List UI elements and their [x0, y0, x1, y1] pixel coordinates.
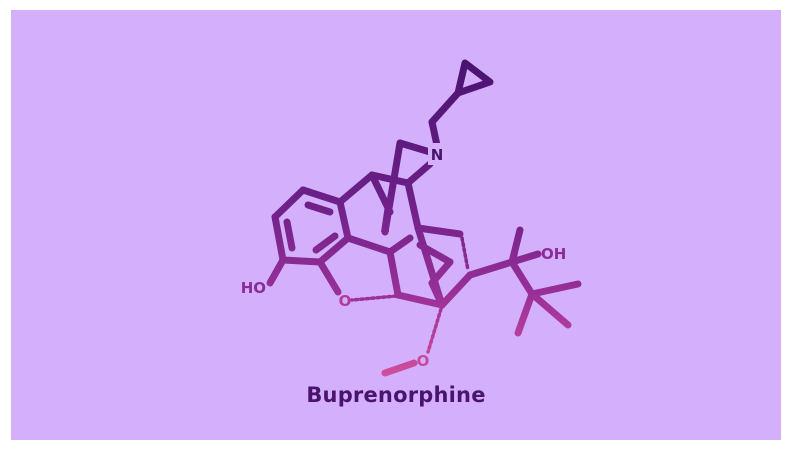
bond-c-tbu — [508, 258, 536, 298]
wedge-bridge — [381, 205, 389, 232]
bond-ar-double-3 — [312, 232, 339, 254]
bond-ar-double-1 — [304, 201, 334, 216]
bond-tbu-2 — [528, 290, 572, 329]
bond-c14-bridge — [414, 224, 464, 238]
hashed-bond-c5-o — [350, 294, 398, 302]
ether-oxygen-label: O — [339, 292, 352, 310]
bond-n-c-bridge — [396, 139, 434, 156]
bond-ar-4 — [279, 256, 324, 266]
bond-c10-c9-ring — [368, 171, 394, 216]
bond-ar-oh — [266, 256, 287, 287]
bond-ar-2 — [336, 198, 352, 242]
wedge-bonds — [381, 205, 522, 264]
hashed-bonds — [350, 236, 470, 354]
bond-ar-3 — [316, 234, 352, 266]
bond-cyclopropyl-ch2 — [428, 89, 462, 126]
bond-bridge-down — [381, 139, 404, 236]
bonds — [266, 59, 582, 377]
bond-tbu-1 — [528, 280, 582, 298]
molecule-name-caption: Buprenorphine — [306, 383, 486, 407]
bond-ar-double-2 — [283, 218, 296, 252]
bond-c8-c6 — [428, 279, 446, 309]
bond-c6-c20 — [438, 271, 474, 309]
bond-bridge-c7 — [416, 241, 454, 266]
bond-ar-o — [316, 258, 342, 296]
bond-c9-c10 — [368, 171, 412, 187]
hashed-bond-bridge — [460, 236, 470, 272]
nitrogen-label: N — [431, 146, 444, 164]
wedge-methyl — [508, 229, 522, 264]
bond-c13-c14 — [386, 234, 414, 256]
bond-c13-c5b — [386, 248, 402, 299]
bond-c20-c — [466, 258, 516, 279]
bond-ar-1 — [299, 186, 344, 206]
atom-labels: N HO OH O O — [241, 143, 566, 370]
bond-c7-c8 — [428, 258, 454, 287]
bond-methoxy-ch3 — [381, 359, 418, 377]
phenol-hydroxyl-label: HO — [241, 279, 266, 297]
bond-ar-6 — [271, 186, 307, 221]
bond-n-c9 — [404, 160, 434, 187]
hashed-bond-c6-ome — [426, 307, 443, 354]
methoxy-oxygen-label: O — [417, 352, 430, 370]
bond-c9-c14 — [404, 179, 422, 232]
bond-tbu-3 — [514, 290, 536, 337]
bond-c13-c5 — [344, 234, 394, 256]
cyclopropyl-ring — [454, 59, 494, 97]
side-hydroxyl-label: OH — [541, 245, 566, 263]
bond-c5-c6 — [394, 291, 446, 309]
bond-ar-5 — [271, 213, 287, 264]
bond-ar-c10 — [336, 171, 376, 206]
